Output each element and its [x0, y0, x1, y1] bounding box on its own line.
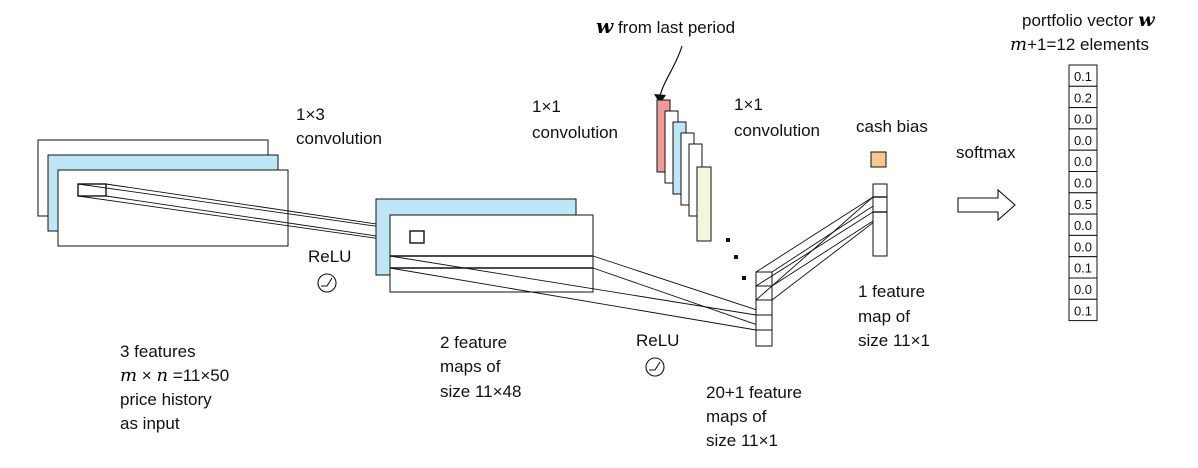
portfolio-vector-cell: 0.0	[1068, 171, 1098, 194]
cash-bias-cell	[870, 151, 887, 168]
portfolio-vector-cell: 0.0	[1068, 277, 1098, 300]
layer2-description: 20+1 feature maps of size 11×1	[706, 383, 807, 450]
layer2-kernel-stack	[656, 99, 712, 242]
relu1-label: ReLU	[308, 247, 351, 266]
layer1-kernel-window	[409, 230, 425, 244]
relu2-icon	[645, 357, 665, 377]
portfolio-vector-value: 0.0	[1074, 282, 1092, 297]
portfolio-vector-value: 0.1	[1074, 69, 1092, 84]
softmax-arrow	[957, 188, 1016, 222]
input-dimensions: m × n =11×50	[120, 365, 229, 386]
w-from-arrowhead	[654, 94, 666, 104]
continuation-dots	[726, 238, 746, 280]
portfolio-vector-value: 0.1	[1074, 303, 1092, 318]
layer3-feature-column	[872, 183, 888, 257]
softmax-label: softmax	[956, 143, 1016, 162]
layer2-feature-column	[755, 271, 773, 347]
layer1-map-front	[389, 214, 594, 293]
conv3-projection-lines	[755, 196, 888, 301]
portfolio-vector-cell: 0.0	[1068, 149, 1098, 172]
portfolio-vector-value: 0.0	[1074, 154, 1092, 169]
portfolio-vector-value: 0.0	[1074, 112, 1092, 127]
conv2-label: 1×1 convolution	[532, 97, 618, 142]
layer3-description: 1 feature map of size 11×1	[858, 282, 930, 350]
layer1-description: 2 feature maps of size 11×48	[440, 333, 521, 401]
portfolio-vector-cell: 0.5	[1068, 192, 1098, 215]
portfolio-vector-cell: 0.1	[1068, 298, 1098, 322]
portfolio-vector-value: 0.0	[1074, 176, 1092, 191]
portfolio-vector-cell: 0.1	[1068, 256, 1098, 279]
input-feature-stack	[37, 139, 289, 247]
layer2-column-dividers	[756, 285, 772, 331]
portfolio-vector-cell: 0.0	[1068, 234, 1098, 258]
portfolio-vector-value: 0.5	[1074, 197, 1092, 212]
conv2-projection-lines	[389, 255, 773, 331]
portfolio-vector-cell: 0.2	[1068, 85, 1098, 109]
portfolio-vector-cell: 0.0	[1068, 128, 1098, 151]
w-from-arrow	[659, 45, 683, 97]
w-from-last-period-label: w from last period	[596, 14, 735, 38]
conv3-label: cash bias 1×1 convolution	[734, 95, 820, 140]
portfolio-vector-value: 0.1	[1074, 261, 1092, 276]
input-kernel-window	[77, 183, 107, 197]
portfolio-vector-cells: 0.1 0.2 0.0 0.0 0.0 0.0 0.5 0.0 0.0 0.1 0.0 0.1	[1068, 64, 1098, 322]
portfolio-vector-value: 0.0	[1074, 239, 1092, 254]
portfolio-vector-cell: 0.0	[1068, 107, 1098, 130]
input-description: 3 features	[120, 342, 196, 361]
portfolio-vector-title: portfolio vector w	[1022, 9, 1155, 31]
portfolio-vector-cell: 0.1	[1068, 64, 1098, 87]
conv1-label: 1×3 convolution	[296, 105, 382, 148]
portfolio-vector-count: m+1=12 elements	[1010, 34, 1149, 55]
relu2-label: ReLU	[636, 331, 679, 350]
conv1-projection-lines	[77, 183, 425, 244]
layer1-feature-maps	[375, 198, 594, 293]
input-map-front	[57, 169, 289, 247]
portfolio-vector-cell: 0.0	[1068, 213, 1098, 236]
input-description-rest: price history as input	[120, 390, 216, 433]
portfolio-vector-value: 0.2	[1074, 90, 1092, 105]
cash-bias-label: cash bias	[856, 117, 928, 136]
portfolio-vector-value: 0.0	[1074, 218, 1092, 233]
relu1-icon	[317, 273, 337, 293]
portfolio-vector-value: 0.0	[1074, 133, 1092, 148]
